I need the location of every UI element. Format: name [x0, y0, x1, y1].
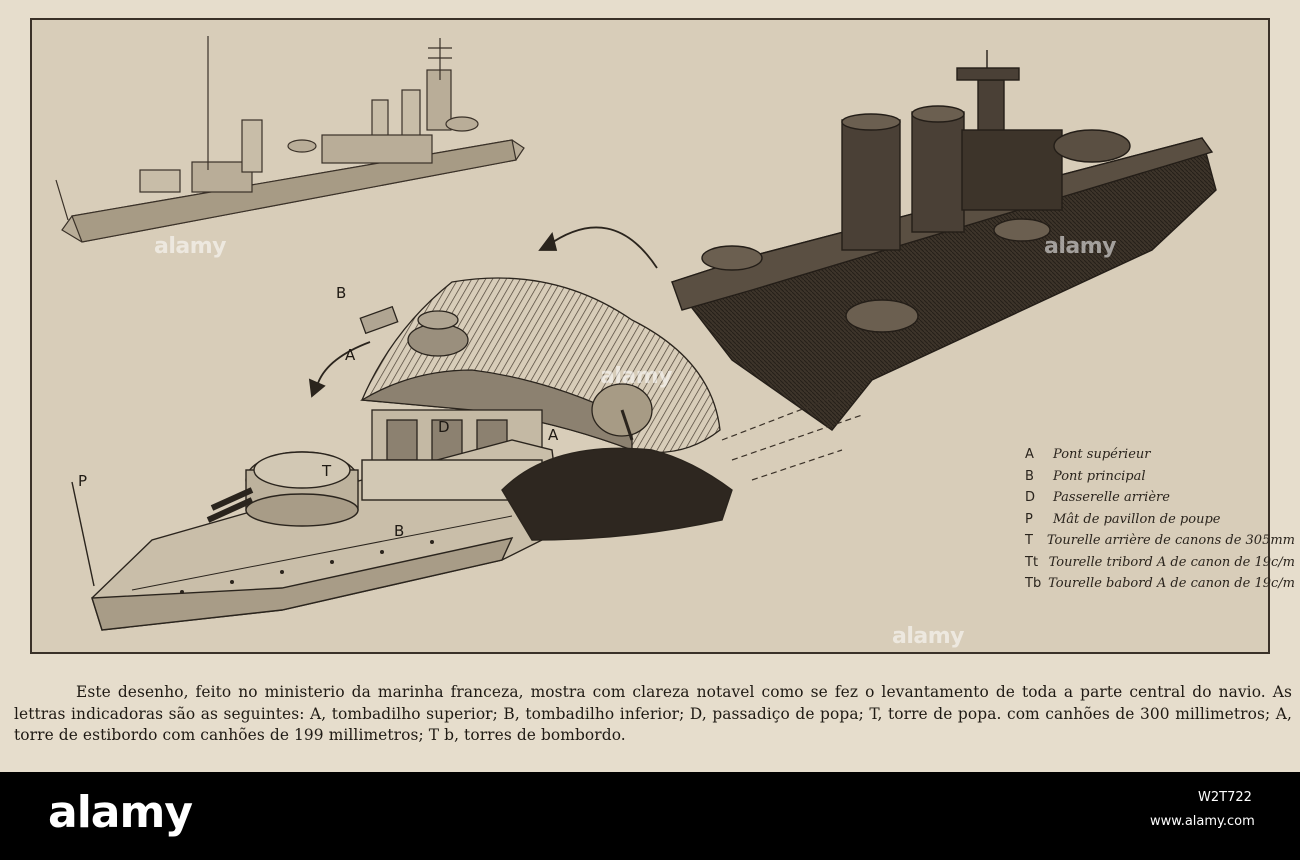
label-a-mid: A — [548, 426, 559, 444]
image-id-label: W2T722 — [1198, 790, 1252, 805]
legend-row: D Passerelle arrière — [1025, 487, 1295, 509]
illustration-plate: B A D A P T B A Pont supérieur B Pont prin… — [30, 18, 1295, 654]
legend-key: P — [1025, 511, 1033, 527]
label-d: D — [438, 418, 450, 436]
label-a-upper: A — [345, 346, 356, 364]
watermark-overlay: alamy — [1044, 234, 1117, 259]
legend-key: Tb — [1025, 576, 1042, 591]
label-b-upper: B — [336, 284, 347, 302]
site-url-label: www.alamy.com — [1150, 814, 1255, 829]
legend-text: Pont supérieur — [1053, 447, 1151, 462]
legend-text: Mât de pavillon de poupe — [1053, 511, 1221, 527]
legend-text: Tourelle tribord A de canon de 19c/m — [1048, 554, 1295, 570]
legend-key: A — [1025, 447, 1034, 462]
ship-fore-section — [71, 439, 733, 631]
label-b-hull: B — [394, 522, 405, 540]
legend-row: B Pont principal — [1025, 466, 1295, 488]
legend-key: Tt — [1025, 554, 1039, 570]
legend-text: Tourelle arrière de canons de 305mm — [1046, 533, 1295, 548]
watermark-overlay: alamy — [600, 364, 673, 389]
ship-aft-section — [670, 50, 1217, 431]
rotation-arrows — [308, 226, 658, 398]
watermark-overlay: alamy — [154, 234, 227, 259]
legend-key: D — [1025, 490, 1036, 505]
legend-row: A Pont supérieur — [1025, 444, 1295, 466]
watermark-overlay: alamy — [892, 624, 965, 649]
alamy-logo: alamy — [48, 787, 193, 838]
legend-text: Passerelle arrière — [1053, 490, 1170, 505]
illustration-legend: A Pont supérieur B Pont principal D Passere… — [1025, 444, 1295, 595]
stock-watermark-bar — [0, 772, 1300, 860]
legend-key: B — [1025, 468, 1034, 484]
article-caption: Este desenho, feito no ministerio da mar… — [14, 682, 1292, 747]
legend-key: T — [1025, 533, 1033, 548]
caption-text: Este desenho, feito no ministerio da mar… — [14, 683, 1292, 744]
legend-row: Tt Tourelle tribord A de canon de 19c/m — [1025, 552, 1295, 574]
separation-guides — [721, 389, 863, 481]
battleship-illustration — [32, 20, 1268, 652]
label-p: P — [78, 472, 88, 490]
legend-text: Tourelle babord A de canon de 19c/m — [1048, 576, 1295, 591]
newspaper-page: B A D A P T B A Pont supérieur B Pont prin… — [14, 18, 1295, 747]
legend-row: Tb Tourelle babord A de canon de 19c/m — [1025, 573, 1295, 595]
label-t: T — [322, 462, 332, 480]
distant-ship — [55, 36, 525, 243]
legend-row: T Tourelle arrière de canons de 305mm — [1025, 530, 1295, 552]
legend-text: Pont principal — [1053, 468, 1146, 484]
legend-row: P Mât de pavillon de poupe — [1025, 509, 1295, 531]
